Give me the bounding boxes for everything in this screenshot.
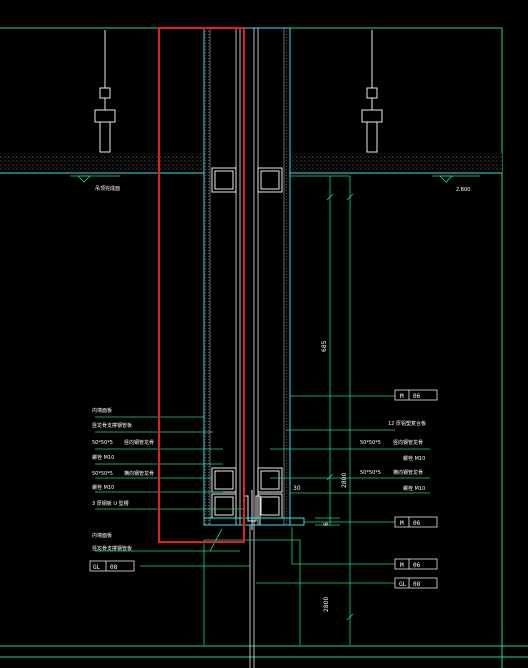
wall-section: [203, 27, 291, 526]
note-left-9: 竖龙骨支撑钢管板: [92, 545, 132, 552]
steel-tubes: [211, 167, 283, 519]
svg-text:M: M: [400, 520, 404, 527]
glass-panel: [249, 525, 255, 668]
level-marker-right: 2.800: [432, 175, 480, 193]
ceiling-slab: [0, 153, 502, 174]
svg-text:GL: GL: [399, 581, 407, 588]
note-right-4b: 横向钢管龙骨: [393, 469, 423, 476]
dim-30: 30: [293, 485, 301, 492]
svg-text:08: 08: [413, 581, 421, 588]
note-left-6: 螺栓 M10: [92, 484, 114, 491]
note-right-3: 螺栓 M10: [403, 455, 425, 462]
note-left-5a: 50*50*5: [92, 471, 113, 477]
reference-lines: [203, 175, 351, 645]
level-text-left: 吊顶完成面: [95, 185, 120, 192]
dimension-texts: 685 2800 30 6 2800: [293, 340, 348, 612]
tag-m06-c: M 06: [394, 558, 438, 570]
level-text-right: 2.800: [456, 187, 470, 193]
svg-text:08: 08: [110, 564, 118, 571]
svg-text:06: 06: [413, 520, 421, 527]
svg-text:M: M: [400, 562, 404, 569]
ceiling-hanger-left: [94, 30, 116, 153]
left-leaders: [95, 416, 245, 552]
dim-6: 6: [323, 522, 330, 526]
note-left-5b: 横向钢管龙骨: [124, 470, 154, 477]
level-marker-left: 吊顶完成面: [70, 175, 120, 192]
highlight-box: [158, 27, 245, 543]
right-leaders: [140, 395, 430, 584]
ceiling-hanger-right: [361, 30, 383, 153]
note-left-3a: 50*50*5: [92, 440, 113, 446]
tag-gl08-left: GL 08: [89, 560, 135, 572]
note-right-2b: 竖向钢管龙骨: [393, 439, 423, 446]
left-notes: 内墙面板 竖龙骨支撑钢管板 50*50*5 竖向钢管龙骨 螺栓 M10 50*5…: [92, 407, 154, 552]
svg-text:06: 06: [413, 562, 421, 569]
dim-2800-lower: 2800: [323, 597, 330, 612]
note-right-1: 12 厚铝塑复合板: [388, 420, 426, 427]
note-left-3b: 竖向钢管龙骨: [124, 439, 154, 446]
note-left-1: 内墙面板: [92, 407, 112, 414]
tag-m06-a: M 06: [394, 389, 438, 401]
note-left-2: 竖龙骨支撑钢管板: [92, 422, 132, 429]
note-left-7: 3 厚钢板 U 型槽: [92, 500, 129, 507]
tag-gl08-right: GL 08: [394, 577, 438, 589]
note-left-4: 螺栓 M10: [92, 454, 114, 461]
dimension-marks: [315, 193, 354, 621]
note-right-4a: 50*50*5: [360, 470, 381, 476]
dim-685: 685: [321, 340, 328, 352]
svg-text:GL: GL: [93, 564, 101, 571]
note-left-8: 内墙面板: [92, 532, 112, 539]
note-right-5: 螺栓 M10: [403, 485, 425, 492]
tag-m06-b: M 06: [394, 516, 438, 528]
right-notes: 12 厚铝塑复合板 50*50*5 竖向钢管龙骨 螺栓 M10 50*50*5 …: [360, 420, 426, 492]
note-right-2a: 50*50*5: [360, 440, 381, 446]
drawing-frame: [0, 27, 528, 668]
svg-text:M: M: [400, 393, 404, 400]
dim-2800-upper: 2800: [341, 473, 348, 488]
svg-text:06: 06: [413, 393, 421, 400]
